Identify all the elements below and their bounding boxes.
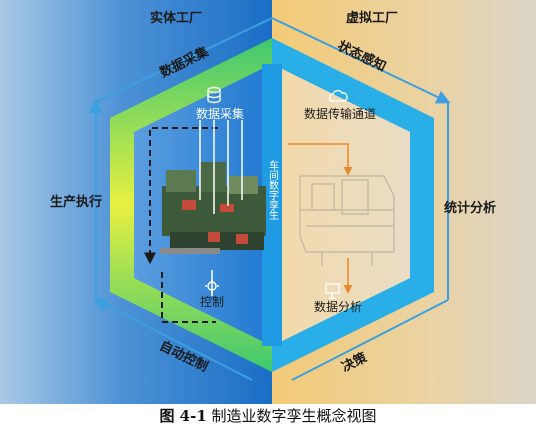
virtual-data-flow (288, 143, 353, 294)
control-feedback-path (144, 127, 218, 323)
cycle-loop (89, 17, 451, 381)
physical-machine (160, 162, 266, 254)
figure-caption: 图 4-1 制造业数字孪生概念视图 (0, 404, 536, 428)
cloud-icon (328, 89, 348, 102)
gear-icon (205, 279, 219, 293)
inner-virtual-panel (272, 64, 410, 346)
hex-ring-left (110, 38, 272, 372)
digital-twin-diagram: 实体工厂 虚拟工厂 数据采集 状态感知 统计分析 决策 自动控制 生产执行 数据… (0, 0, 536, 404)
inner-label-data-collection: 数据采集 (196, 106, 244, 121)
monitor-icon (325, 283, 340, 299)
twin-band (262, 64, 282, 346)
cycle-label-production-execution: 生产执行 (50, 194, 102, 210)
inner-label-control: 控制 (200, 295, 224, 309)
database-icon (207, 86, 221, 104)
figure-number: 图 4-1 (159, 407, 207, 425)
cycle-label-statistical-analysis: 统计分析 (444, 200, 496, 216)
inner-label-data-analysis: 数据分析 (314, 299, 362, 314)
hex-ring-right (272, 38, 434, 372)
inner-label-data-channel: 数据传输通道 (304, 106, 376, 121)
twin-label: 车间数字孪生 (267, 159, 279, 220)
physical-factory-title: 实体工厂 (150, 10, 202, 26)
virtual-factory-title: 虚拟工厂 (346, 10, 398, 26)
figure-title: 制造业数字孪生概念视图 (211, 407, 377, 425)
virtual-machine-wireframe (299, 175, 395, 266)
